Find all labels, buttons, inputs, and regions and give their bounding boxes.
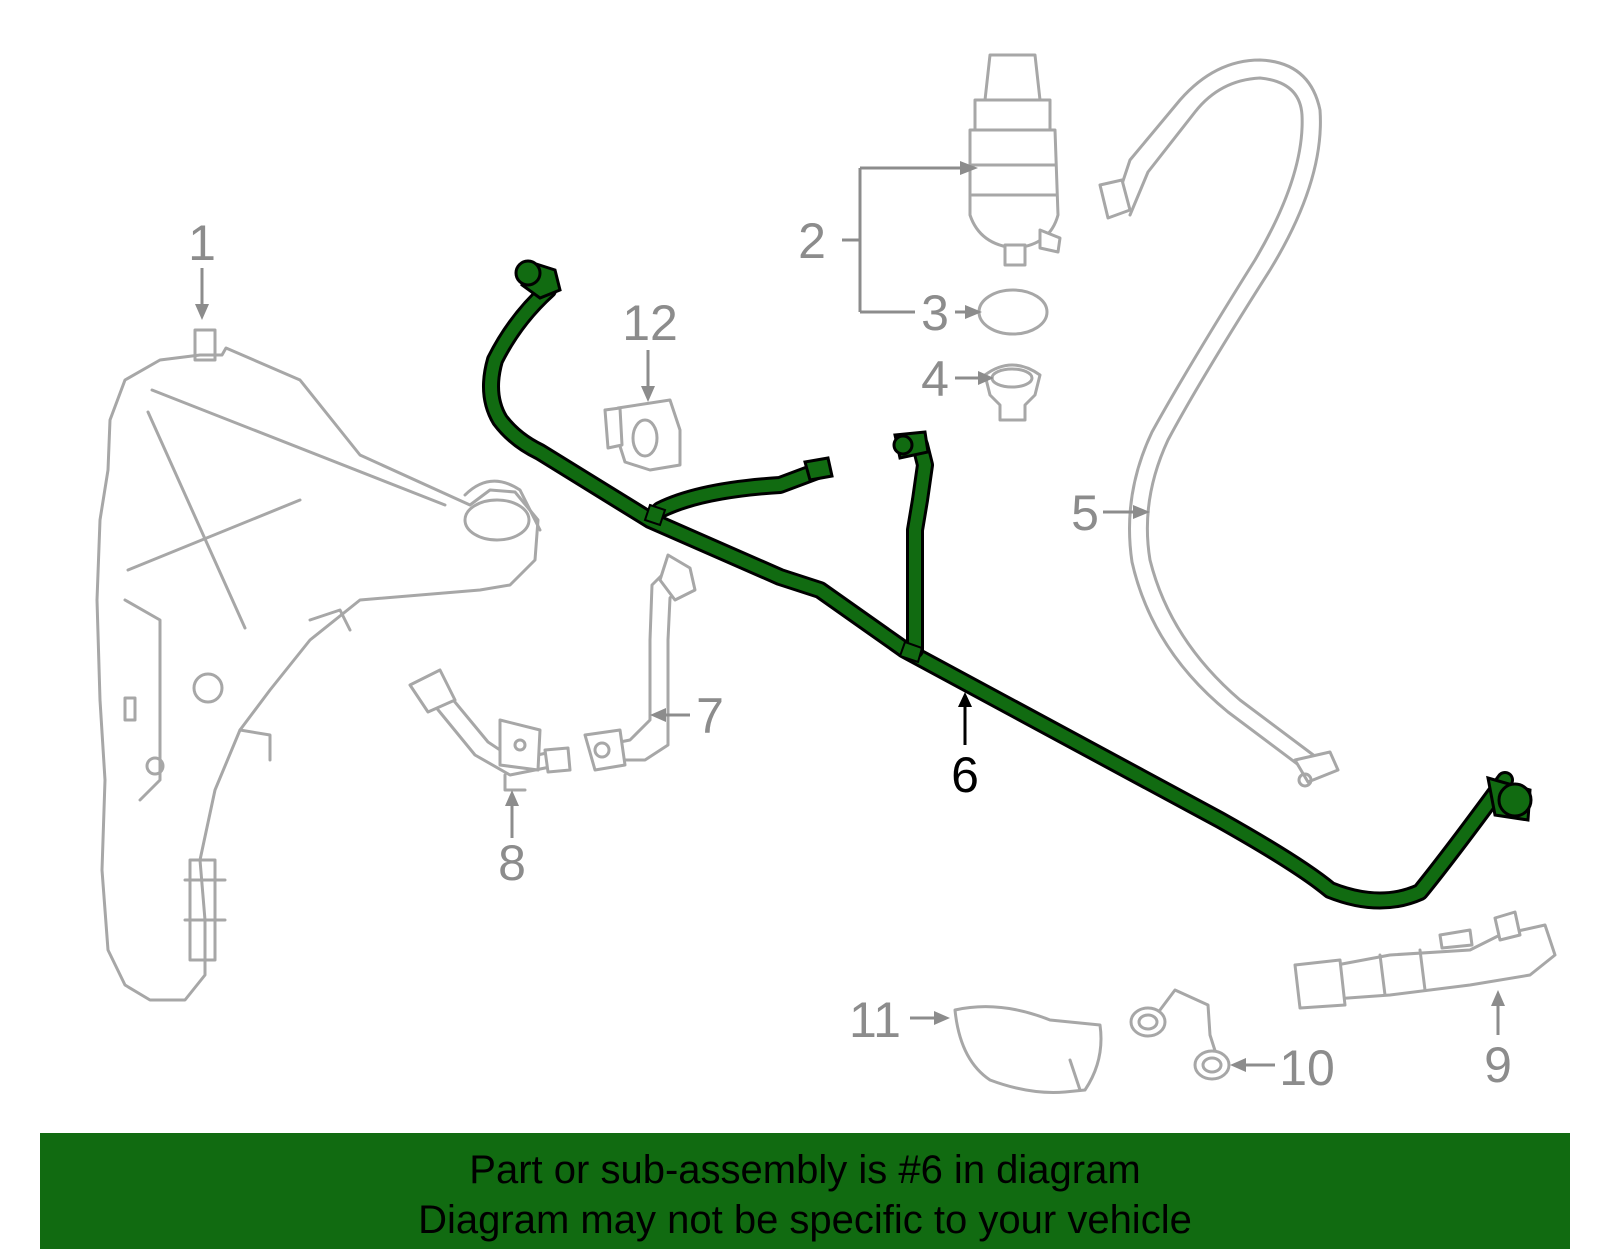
bracket-hose-part-8[interactable] [408, 668, 572, 792]
callout-3: 3 [921, 285, 949, 341]
callout-9: 9 [1484, 1037, 1512, 1093]
cover-cap-part-11[interactable] [953, 1005, 1103, 1094]
long-hose-part-5[interactable] [1098, 58, 1340, 788]
hose-clip-part-10[interactable] [1129, 988, 1231, 1081]
banner-line-1: Part or sub-assembly is #6 in diagram [469, 1148, 1141, 1192]
callout-6: 6 [951, 747, 979, 803]
washer-reservoir-part-1[interactable] [95, 328, 542, 1002]
washer-pump-part-2[interactable] [968, 53, 1062, 267]
info-banner: Part or sub-assembly is #6 in diagram Di… [40, 1133, 1570, 1249]
callout-4: 4 [921, 351, 949, 407]
grommet-part-4[interactable] [983, 363, 1042, 422]
callout-11: 11 [849, 992, 901, 1048]
callout-7: 7 [696, 688, 724, 744]
callout-1: 1 [188, 215, 216, 271]
callout-12: 12 [622, 295, 678, 351]
callout-10: 10 [1279, 1040, 1335, 1096]
leader-lines [195, 161, 1505, 1072]
clip-part-12[interactable] [603, 398, 682, 472]
callout-5: 5 [1071, 485, 1099, 541]
banner-line-2: Diagram may not be specific to your vehi… [418, 1198, 1192, 1242]
o-ring-part-3[interactable] [977, 288, 1049, 336]
callout-2: 2 [798, 213, 826, 269]
short-hose-part-7[interactable] [583, 553, 697, 772]
washer-nozzle-part-9[interactable] [1293, 910, 1557, 1010]
hose-assembly-part-6[interactable] [482, 259, 1533, 910]
callout-8: 8 [498, 835, 526, 891]
